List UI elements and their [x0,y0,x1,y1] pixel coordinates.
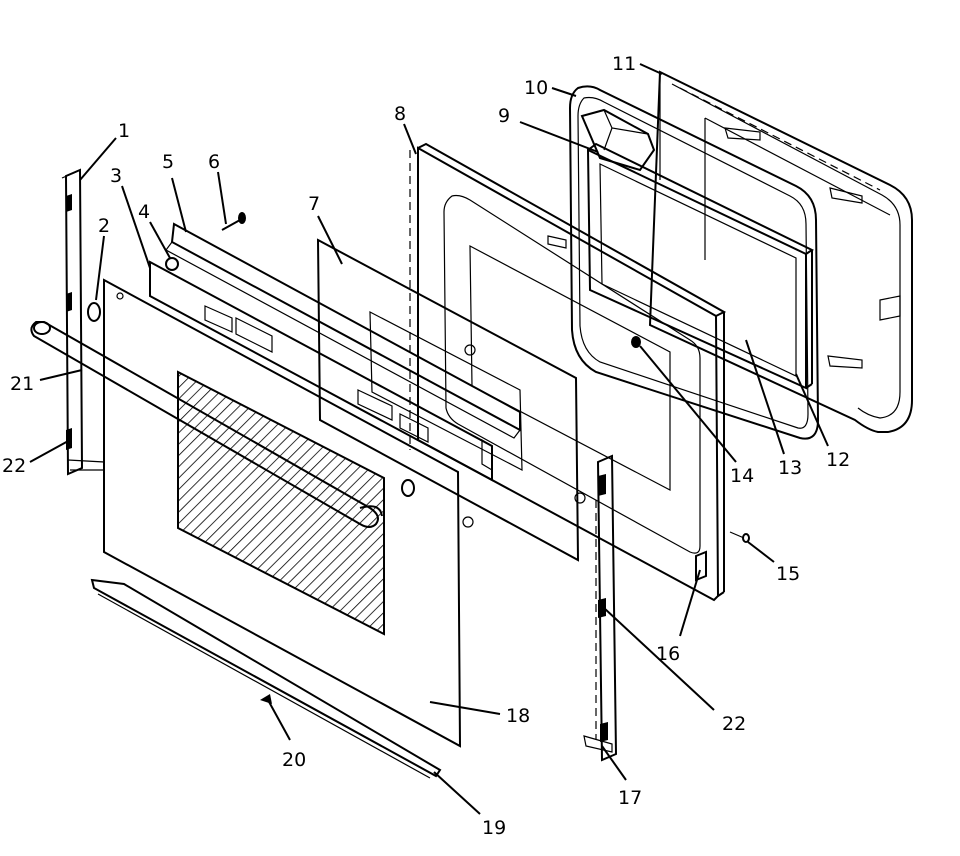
callout-19: 19 [482,817,506,839]
callout-8: 8 [394,103,406,125]
callout-6: 6 [208,151,220,173]
callout-3: 3 [110,165,122,187]
callout-12: 12 [826,449,850,471]
screw-14 [631,336,641,348]
screw-15 [729,531,750,543]
door-gasket [568,85,820,440]
callout-1: 1 [118,120,130,142]
callout-16: 16 [656,643,680,665]
callout-9: 9 [498,105,510,127]
screw-6 [221,212,246,231]
insulation-block [580,108,656,172]
callout-22-right: 22 [722,713,746,735]
callout-13: 13 [778,457,802,479]
inner-door-panel [409,142,727,602]
right-hinge [583,454,618,762]
callout-2: 2 [98,215,110,237]
leader-lines [29,63,829,815]
insulation-sheet [316,238,586,562]
vent-baffle-upper [165,222,521,439]
door-handle [30,321,383,528]
callout-5: 5 [162,151,174,173]
callout-14: 14 [730,465,754,487]
left-hinge [61,168,105,476]
vent-baffle-lower [149,260,493,482]
callout-7: 7 [308,193,320,215]
callout-18: 18 [506,705,530,727]
bracket-16 [695,550,707,582]
callout-15: 15 [776,563,800,585]
outer-door-panel [103,278,462,748]
inner-glass-panel [586,142,815,390]
callout-4: 4 [138,201,150,223]
bottom-trim [90,578,442,779]
callout-11: 11 [612,53,636,75]
screw-4 [165,257,179,271]
callout-17: 17 [618,787,642,809]
callout-10: 10 [524,77,548,99]
callout-22-left: 22 [2,455,26,477]
door-liner-frame [648,70,913,433]
callout-20: 20 [282,749,306,771]
callout-21: 21 [10,373,34,395]
callout-labels: 1 2 3 4 5 6 7 8 9 10 11 12 13 14 15 16 1… [2,53,850,839]
